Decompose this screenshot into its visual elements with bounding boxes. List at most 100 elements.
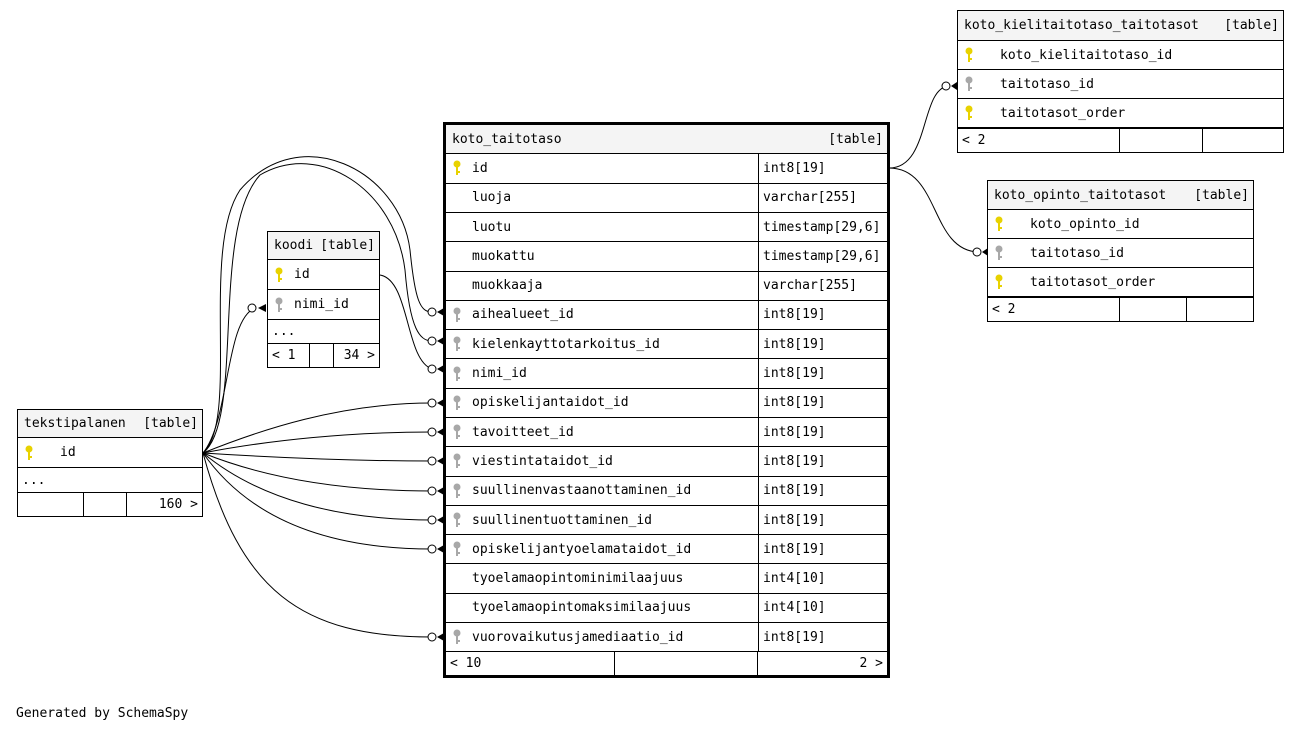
- column-name: taitotaso_id: [1000, 76, 1094, 92]
- column-row[interactable]: taitotaso_id: [988, 239, 1253, 268]
- column-row[interactable]: nimi_id: [268, 290, 379, 320]
- column-row-muokattu[interactable]: muokattu timestamp[29,6]: [446, 242, 887, 272]
- column-row-vuorovaikutusjamediaatio-id[interactable]: vuorovaikutusjamediaatio_id int8[19]: [446, 623, 887, 653]
- edge-kielitaito: [888, 85, 949, 169]
- column-row-kielenkayttotarkoitus-id[interactable]: kielenkayttotarkoitus_id int8[19]: [446, 330, 887, 360]
- column-name: kielenkayttotarkoitus_id: [472, 336, 660, 352]
- column-row[interactable]: koto_opinto_id: [988, 210, 1253, 239]
- column-row[interactable]: taitotaso_id: [958, 70, 1283, 99]
- column-row-id[interactable]: id int8[19]: [446, 154, 887, 184]
- table-header: koto_kielitaitotaso_taitotasot [table]: [958, 11, 1283, 41]
- more-columns: ...: [22, 472, 46, 488]
- table-footer: < 2: [958, 128, 1283, 152]
- primary-key-icon: [18, 445, 40, 461]
- table-koodi[interactable]: koodi [table] id nimi_id ... < 1 34 >: [267, 231, 380, 368]
- table-koto-kielitaitotaso-taitotasot[interactable]: koto_kielitaitotaso_taitotasot [table] k…: [957, 10, 1284, 153]
- edge-opiskelijantaidot: [202, 402, 433, 454]
- edge-viestintataidot: [202, 452, 433, 462]
- table-footer: 160 >: [18, 493, 202, 516]
- table-tekstipalanen[interactable]: tekstipalanen [table] id ... 160 >: [17, 409, 203, 517]
- column-type: int8[19]: [758, 623, 887, 652]
- foreign-key-icon: [446, 541, 468, 557]
- foreign-key-icon: [446, 424, 468, 440]
- table-name: koodi: [274, 238, 314, 253]
- column-row-tyoelamaopintominimilaajuus[interactable]: tyoelamaopintominimilaajuus int4[10]: [446, 564, 887, 594]
- table-header: tekstipalanen [table]: [18, 410, 202, 438]
- column-row[interactable]: koto_kielitaitotaso_id: [958, 41, 1283, 70]
- table-koto-opinto-taitotasot[interactable]: koto_opinto_taitotasot [table] koto_opin…: [987, 180, 1254, 322]
- table-tag: [table]: [320, 238, 375, 253]
- foreign-key-icon: [446, 629, 468, 645]
- parents-count[interactable]: < 2: [992, 302, 1016, 317]
- primary-key-icon: [988, 274, 1010, 290]
- edge-kielenkayttotarkoitus: [202, 163, 433, 454]
- column-name: viestintataidot_id: [472, 453, 613, 469]
- column-type: int4[10]: [758, 593, 887, 623]
- column-type: varchar[255]: [758, 183, 887, 212]
- children-count[interactable]: 2 >: [757, 652, 887, 675]
- column-name: muokattu: [472, 248, 535, 264]
- children-count[interactable]: 34 >: [333, 344, 379, 367]
- more-columns-row: ...: [18, 468, 202, 493]
- column-type: int8[19]: [758, 330, 887, 359]
- column-row[interactable]: id: [268, 260, 379, 290]
- column-type: int4[10]: [758, 564, 887, 593]
- column-name: tyoelamaopintominimilaajuus: [472, 571, 684, 587]
- column-name: muokkaaja: [472, 278, 543, 294]
- column-type: timestamp[29,6]: [758, 242, 887, 271]
- column-type: int8[19]: [758, 535, 887, 564]
- column-row[interactable]: taitotasot_order: [958, 99, 1283, 128]
- edge-opinto: [888, 167, 979, 253]
- foreign-key-icon: [988, 245, 1010, 261]
- generated-by-text: Generated by SchemaSpy: [16, 706, 189, 721]
- foreign-key-icon: [446, 512, 468, 528]
- primary-key-icon: [446, 160, 468, 176]
- foreign-key-icon: [446, 483, 468, 499]
- column-row[interactable]: id: [18, 438, 202, 468]
- parents-count[interactable]: < 2: [962, 133, 986, 148]
- table-tag: [table]: [1224, 18, 1279, 33]
- edge-vuorovaikutusjamediaatio: [202, 452, 433, 638]
- column-name: suullinentuottaminen_id: [472, 512, 653, 528]
- column-name: taitotasot_order: [1030, 274, 1156, 290]
- column-type: int8[19]: [758, 388, 887, 417]
- column-name: nimi_id: [294, 297, 349, 312]
- primary-key-icon: [958, 105, 980, 121]
- edge-tavoitteet: [202, 431, 433, 454]
- table-tag: [table]: [143, 416, 198, 431]
- table-header: koodi [table]: [268, 232, 379, 260]
- column-name: id: [294, 267, 310, 282]
- table-name: koto_opinto_taitotasot: [994, 187, 1167, 203]
- edge-opiskelijantyoelamataidot: [202, 452, 433, 550]
- edge-koodi-id: [379, 274, 433, 370]
- column-type: int8[19]: [758, 154, 887, 183]
- children-count[interactable]: 160 >: [126, 493, 202, 516]
- column-type: timestamp[29,6]: [758, 212, 887, 242]
- parents-count[interactable]: < 10: [450, 656, 482, 672]
- column-row[interactable]: taitotasot_order: [988, 268, 1253, 297]
- table-tag: [table]: [1194, 187, 1249, 203]
- column-type: int8[19]: [758, 417, 887, 447]
- parents-count[interactable]: < 1: [272, 348, 296, 363]
- primary-key-icon: [958, 47, 980, 63]
- column-name: id: [472, 160, 488, 176]
- foreign-key-icon: [446, 336, 468, 352]
- column-name: vuorovaikutusjamediaatio_id: [472, 629, 684, 645]
- column-name: aihealueet_id: [472, 307, 574, 323]
- table-tag: [table]: [828, 131, 883, 147]
- edge-suullinentuottaminen: [202, 452, 433, 521]
